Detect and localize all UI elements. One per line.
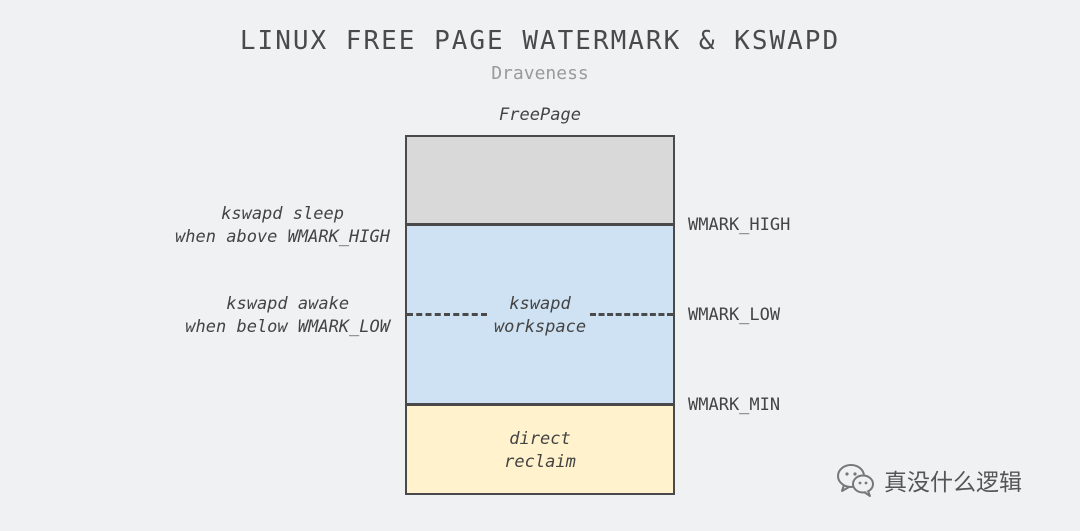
wmark-low-dashed-line-left [407, 313, 487, 316]
kswapd-awake-line2: when below WMARK_LOW [185, 317, 390, 337]
kswapd-sleep-line1: kswapd sleep [221, 204, 344, 224]
wmark-high-line [405, 223, 675, 226]
free-zone [405, 135, 675, 225]
kswapd-workspace-line1: kswapd [509, 294, 571, 314]
direct-reclaim-line1: direct [509, 429, 571, 449]
kswapd-sleep-note: kswapd sleep when above WMARK_HIGH [175, 203, 390, 249]
brand-watermark: 真没什么逻辑 [836, 462, 1022, 498]
direct-reclaim-zone [405, 405, 675, 495]
direct-reclaim-label: direct reclaim [405, 428, 675, 474]
wmark-min-line [405, 403, 675, 406]
kswapd-sleep-line2: when above WMARK_HIGH [175, 227, 390, 247]
diagram-title: LINUX FREE PAGE WATERMARK & KSWAPD [239, 26, 841, 56]
brand-name: 真没什么逻辑 [884, 470, 1022, 496]
wmark-min-label: WMARK_MIN [688, 395, 781, 415]
kswapd-workspace-label: kswapd workspace [405, 293, 675, 339]
wmark-low-dashed-line-right [590, 313, 673, 316]
wmark-low-label: WMARK_LOW [688, 305, 781, 325]
kswapd-awake-line1: kswapd awake [226, 294, 350, 314]
kswapd-workspace-line2: workspace [493, 317, 587, 337]
wechat-icon [837, 464, 874, 497]
direct-reclaim-line2: reclaim [504, 452, 576, 472]
kswapd-awake-note: kswapd awake when below WMARK_LOW [185, 293, 390, 339]
freepage-label: FreePage [499, 105, 581, 125]
wmark-high-label: WMARK_HIGH [688, 215, 791, 235]
diagram-author: Draveness [491, 63, 589, 84]
